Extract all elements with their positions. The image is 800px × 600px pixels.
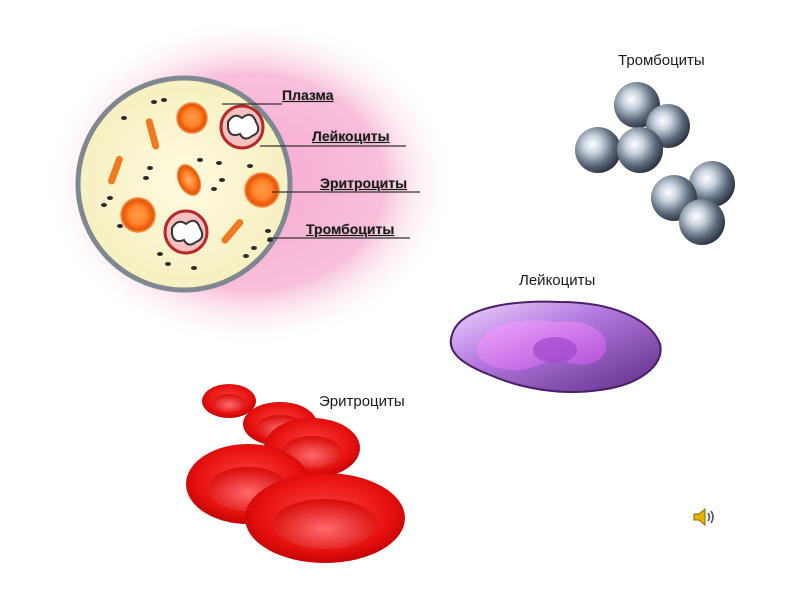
sample-erythrocytes (120, 102, 280, 233)
speaker-icon[interactable] (692, 506, 718, 528)
callout-leukocytes: Лейкоциты (312, 128, 390, 144)
callout-platelets: Тромбоциты (306, 221, 395, 237)
sample-rods (108, 118, 244, 244)
callout-plasma: Плазма (282, 87, 334, 103)
title-leukocytes: Лейкоциты (519, 272, 596, 289)
blood-sample-circle (45, 17, 455, 347)
callout-erythrocytes: Эритроциты (320, 175, 408, 191)
erythrocytes-illustration (186, 384, 405, 563)
title-erythrocytes: Эритроциты (319, 393, 405, 410)
sample-platelets (101, 98, 273, 270)
title-platelets: Тромбоциты (618, 52, 705, 69)
platelets-illustration (575, 82, 735, 245)
leukocyte-illustration (449, 300, 662, 393)
callout-lines (222, 103, 420, 239)
sample-leukocytes (163, 104, 265, 255)
